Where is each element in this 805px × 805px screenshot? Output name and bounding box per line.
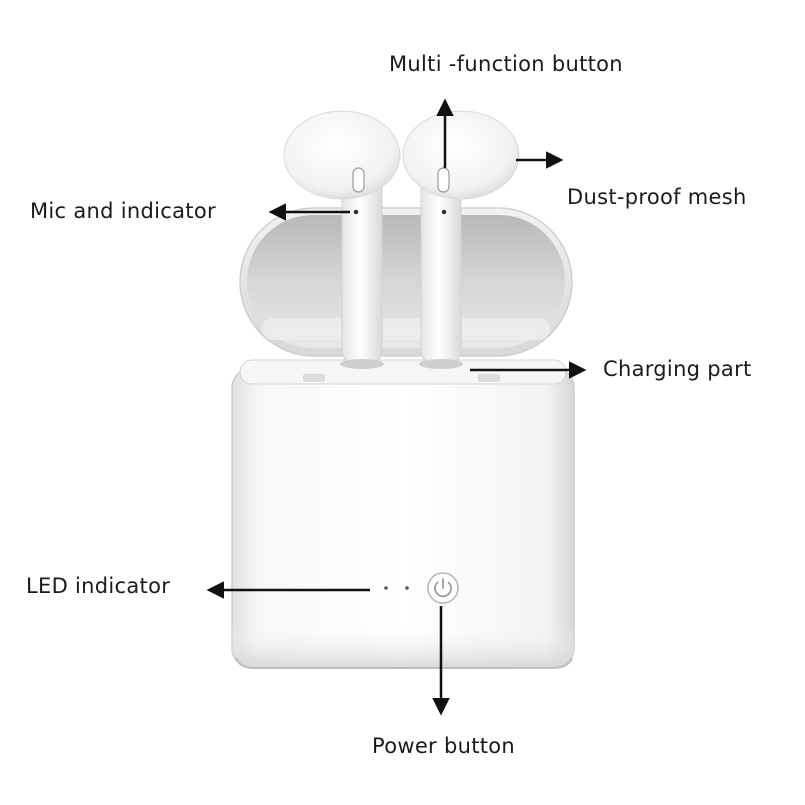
- label-multi-function-button: Multi -function button: [389, 52, 623, 76]
- led-dot-2: [405, 586, 409, 590]
- left-mic-indicator-dot: [353, 209, 359, 215]
- left-multifunction-button: [352, 167, 365, 193]
- case-lid: [239, 207, 573, 357]
- label-led-indicator: LED indicator: [26, 574, 171, 598]
- label-charging-part: Charging part: [603, 357, 752, 381]
- power-icon: [427, 572, 459, 604]
- led-dot-1: [384, 586, 388, 590]
- right-multifunction-button: [437, 167, 450, 193]
- left-earbud: [283, 110, 401, 369]
- label-mic-and-indicator: Mic and indicator: [30, 199, 216, 223]
- label-dust-proof-mesh: Dust-proof mesh: [567, 185, 747, 209]
- case-body: [231, 359, 575, 669]
- right-mic-indicator-dot: [441, 209, 447, 215]
- right-earbud: [402, 110, 520, 369]
- label-power-button: Power button: [372, 734, 516, 758]
